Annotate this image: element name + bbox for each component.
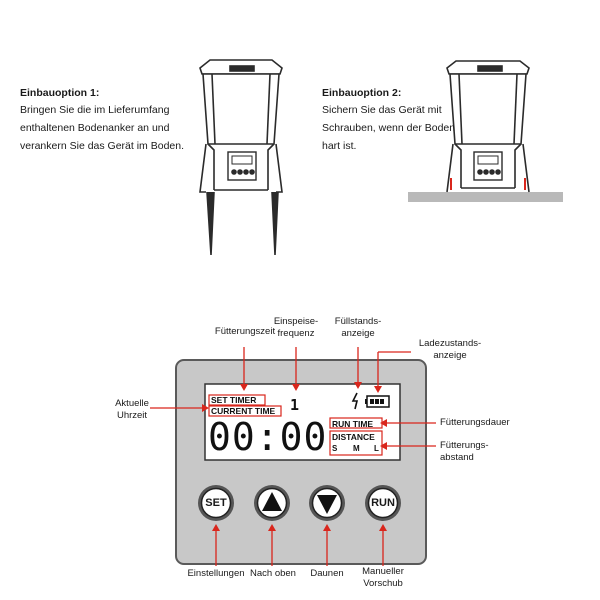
battery-icon (365, 395, 390, 408)
option2-line: Sichern Sie das Gerät mit (322, 104, 442, 116)
callout-run-time: Fütterungsdauer (440, 417, 510, 428)
callout-frequency-2: frequenz (277, 328, 315, 339)
size-s-label: S (332, 444, 338, 453)
callout-battery-2: anzeige (433, 350, 467, 361)
callout-level-2: anzeige (341, 328, 375, 339)
option1-line: verankern Sie das Gerät im Boden. (20, 140, 185, 152)
control-panel (175, 359, 427, 565)
callout-current-time-2: Uhrzeit (116, 410, 148, 421)
current-time-label: CURRENT TIME (211, 406, 276, 416)
callout-level-1: Füllstands- (334, 316, 382, 327)
option2-line: hart ist. (322, 140, 357, 152)
buttons-graphics (198, 485, 401, 521)
run-button[interactable]: RUN (371, 497, 395, 509)
run-time-label: RUN TIME (332, 419, 374, 429)
size-m-label: M (353, 444, 360, 453)
callout-distance-1: Fütterungs- (440, 440, 489, 451)
callout-manual-1: Manueller (362, 566, 404, 577)
callout-battery-1: Ladezustands- (418, 338, 482, 349)
feeder-device-stakes (199, 59, 283, 256)
callout-frequency-1: Einspeise- (273, 316, 319, 327)
callout-arrows (150, 347, 436, 566)
option1-title: Einbauoption 1: (20, 87, 100, 99)
callout-current-time-1: Aktuelle (115, 398, 149, 409)
option2-title: Einbauoption 2: (322, 87, 402, 99)
callout-settings: Einstellungen (187, 568, 245, 579)
feeder-device-screws (408, 60, 563, 202)
size-l-label: L (374, 444, 379, 453)
set-button[interactable]: SET (205, 497, 227, 509)
option1-line: Bringen Sie die im Lieferumfang (20, 104, 170, 116)
down-button[interactable] (309, 485, 345, 521)
callout-distance-2: abstand (440, 452, 474, 463)
callout-down: Daunen (310, 568, 344, 579)
frequency-digit: 1 (290, 396, 300, 414)
level-icon (351, 392, 359, 410)
option2-line: Schrauben, wenn der Boden (322, 122, 456, 134)
callout-manual-2: Vorschub (363, 578, 403, 589)
callout-up: Nach oben (250, 568, 296, 579)
up-button[interactable] (254, 485, 290, 521)
set-timer-label: SET TIMER (211, 395, 257, 405)
time-digits: 00:00 (208, 415, 328, 459)
option1-line: enthaltenen Bodenanker an und (20, 122, 170, 134)
distance-label: DISTANCE (332, 432, 375, 442)
callout-feeding-time: Fütterungszeit (214, 326, 276, 337)
label-boxes (208, 394, 383, 456)
